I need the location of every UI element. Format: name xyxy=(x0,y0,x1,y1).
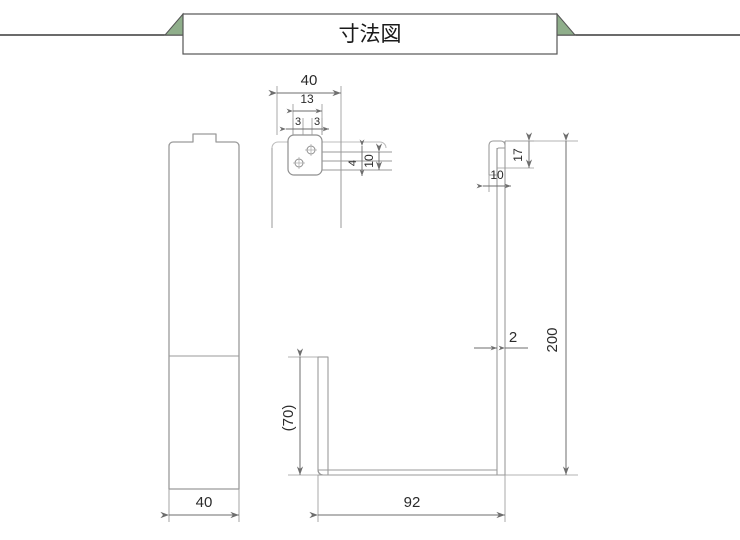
channel-thickness-label: 2 xyxy=(509,329,517,346)
channel-inner-height-label: (70) xyxy=(280,405,297,432)
detail-inner-dim-label: 13 xyxy=(300,92,314,106)
title-banner: 寸法図 xyxy=(0,12,740,55)
detail-left-gap-label: 3 xyxy=(295,116,301,128)
page-title: 寸法図 xyxy=(339,22,402,46)
top-bracket-detail-view: 40 13 3 3 10 4 xyxy=(268,72,392,228)
channel-lip-height-label: 17 xyxy=(511,148,525,162)
banner-plaque xyxy=(182,13,558,55)
channel-lip-bottom xyxy=(489,168,498,176)
front-elevation-view: 40 xyxy=(160,133,240,522)
detail-slot-pitch-label: 10 xyxy=(362,154,376,168)
channel-top-lip-outer xyxy=(488,140,506,175)
detail-right-gap-label: 3 xyxy=(314,116,320,128)
channel-overall-width-label: 92 xyxy=(404,494,421,511)
detail-bracket-plate xyxy=(287,134,323,176)
front-width-dim-label: 40 xyxy=(196,494,213,511)
channel-lip-width-label: 10 xyxy=(490,168,504,182)
channel-section-view: 10 17 2 200 (70) 9 xyxy=(280,132,578,522)
detail-body-top-edge xyxy=(271,141,387,149)
detail-overall-dim-label: 40 xyxy=(301,72,318,89)
channel-top-lip-inner xyxy=(496,147,505,168)
detail-slot-width-label: 4 xyxy=(347,160,359,166)
front-body-outline xyxy=(168,133,240,490)
channel-overall-height-label: 200 xyxy=(544,327,561,352)
